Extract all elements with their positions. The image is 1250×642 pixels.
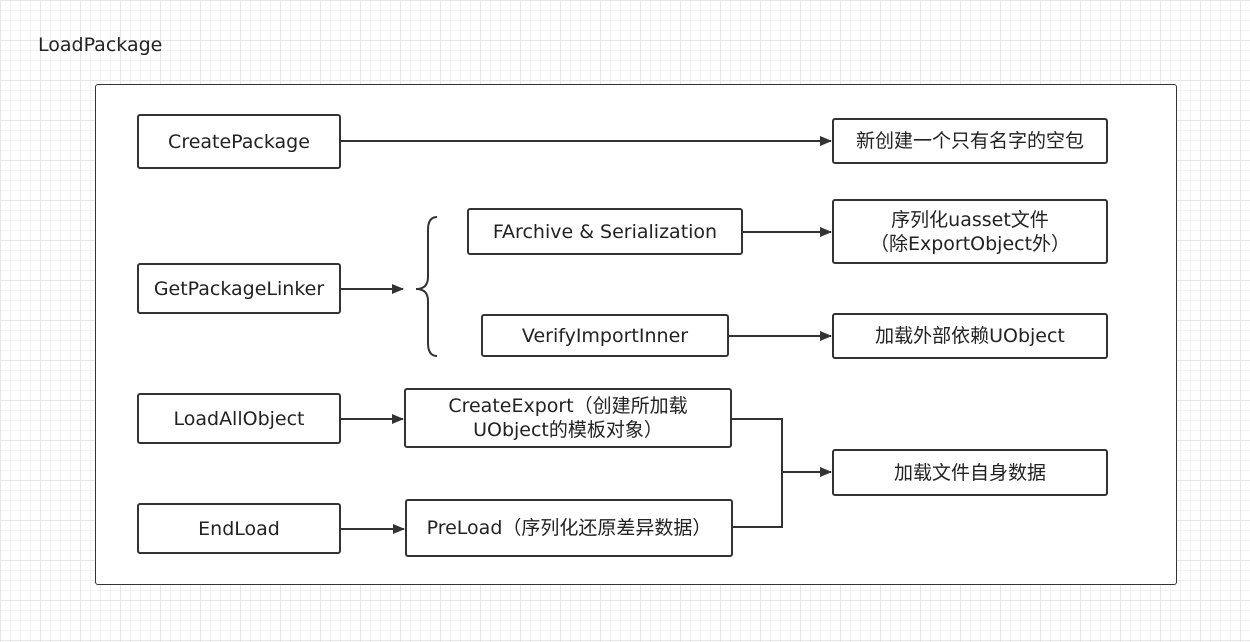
load-external-uobject-node: 加载外部依赖UObject xyxy=(832,313,1108,359)
load-self-data-node: 加载文件自身数据 xyxy=(832,449,1108,496)
load-all-object-node: LoadAllObject xyxy=(137,393,341,444)
serialize-uasset-node: 序列化uasset文件 （除ExportObject外） xyxy=(832,199,1108,264)
create-export-node: CreateExport（创建所加载 UObject的模板对象） xyxy=(404,388,732,448)
create-package-node: CreatePackage xyxy=(137,114,341,169)
get-package-linker-node: GetPackageLinker xyxy=(137,263,341,314)
preload-node: PreLoad（序列化还原差异数据） xyxy=(405,499,733,557)
brace-linker-steps xyxy=(415,216,438,357)
connector-preload-merge xyxy=(733,472,783,528)
connector-createexport-merge xyxy=(732,418,783,472)
end-load-node: EndLoad xyxy=(137,503,341,554)
diagram-title: LoadPackage xyxy=(38,34,163,56)
farchive-serialization-node: FArchive & Serialization xyxy=(467,208,743,255)
verify-import-inner-node: VerifyImportInner xyxy=(481,314,729,357)
empty-package-node: 新创建一个只有名字的空包 xyxy=(832,118,1108,164)
